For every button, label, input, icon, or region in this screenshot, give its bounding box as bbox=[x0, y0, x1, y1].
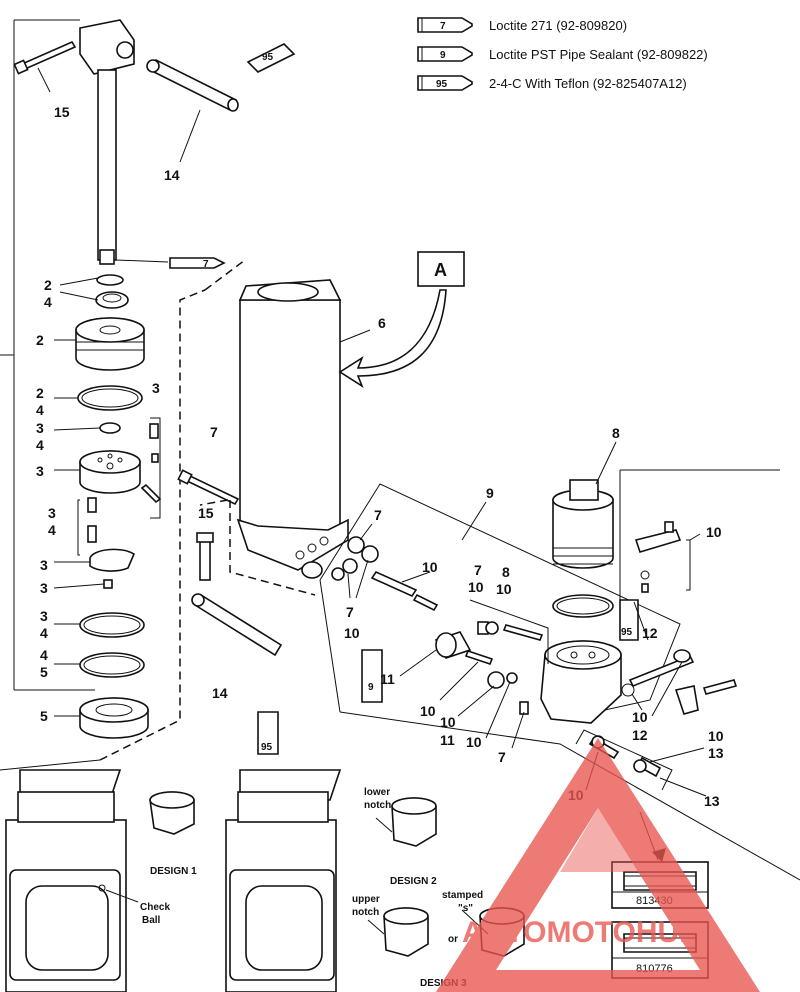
left-assembly-boundary bbox=[0, 19, 246, 761]
svg-text:or: or bbox=[448, 934, 458, 945]
svg-text:A: A bbox=[434, 260, 447, 280]
svg-text:7: 7 bbox=[203, 259, 209, 270]
callout-10: 10 bbox=[708, 728, 724, 744]
svg-text:95: 95 bbox=[621, 627, 633, 638]
callout-3: 3 bbox=[40, 608, 48, 624]
callout-5: 5 bbox=[40, 664, 48, 680]
callout-13: 13 bbox=[708, 745, 724, 761]
legend-item-2-4-c: 95 2-4-C With Teflon (92-825407A12) bbox=[417, 75, 687, 91]
design-1-housing: DESIGN 1 Check Ball bbox=[5, 769, 197, 992]
callout-14: 14 bbox=[164, 167, 180, 183]
callout-3: 3 bbox=[152, 380, 160, 396]
svg-text:95: 95 bbox=[262, 52, 274, 63]
svg-text:DESIGN 2: DESIGN 2 bbox=[390, 876, 437, 887]
callout-10: 10 bbox=[420, 703, 436, 719]
design-2-housing bbox=[225, 769, 342, 992]
callout-7: 7 bbox=[346, 604, 354, 620]
callout-10: 10 bbox=[422, 559, 438, 575]
callout-4: 4 bbox=[40, 625, 48, 641]
callout-7: 7 bbox=[210, 424, 218, 440]
trim-rod-assembly: 95 7 bbox=[13, 19, 296, 739]
watermark-logo: AUTOMOTOHUB bbox=[436, 738, 760, 992]
svg-text:95: 95 bbox=[436, 79, 448, 90]
callout-2: 2 bbox=[36, 332, 44, 348]
svg-text:Check: Check bbox=[140, 902, 170, 913]
callout-4: 4 bbox=[36, 402, 44, 418]
svg-text:notch: notch bbox=[364, 800, 391, 811]
callout-4: 4 bbox=[40, 647, 48, 663]
legend-item-loctite-pst: 9 Loctite PST Pipe Sealant (92-809822) bbox=[417, 46, 708, 62]
svg-text:lower: lower bbox=[364, 787, 390, 798]
trim-cylinder: 95 bbox=[177, 279, 349, 755]
callout-5: 5 bbox=[40, 708, 48, 724]
callout-11: 11 bbox=[440, 732, 455, 748]
callout-10: 10 bbox=[440, 714, 456, 730]
callout-9: 9 bbox=[486, 485, 494, 501]
callout-15: 15 bbox=[54, 104, 70, 120]
callout-7: 7 bbox=[374, 507, 382, 523]
callout-3: 3 bbox=[48, 505, 56, 521]
svg-text:Loctite PST Pipe Sealant (92-8: Loctite PST Pipe Sealant (92-809822) bbox=[489, 47, 708, 62]
callout-10: 10 bbox=[632, 709, 648, 725]
callout-7: 7 bbox=[498, 749, 506, 765]
svg-text:9: 9 bbox=[440, 50, 446, 61]
svg-text:AUTOMOTOHUB: AUTOMOTOHUB bbox=[462, 916, 701, 949]
callout-10: 10 bbox=[344, 625, 360, 641]
svg-text:Ball: Ball bbox=[142, 915, 161, 926]
callout-4: 4 bbox=[48, 522, 56, 538]
right-leaders bbox=[339, 329, 707, 797]
callout-10: 10 bbox=[496, 581, 512, 597]
callout-11: 11 bbox=[380, 671, 395, 687]
callout-12: 12 bbox=[642, 625, 658, 641]
svg-text:7: 7 bbox=[440, 21, 446, 32]
callout-10: 10 bbox=[466, 734, 482, 750]
svg-text:"s": "s" bbox=[458, 903, 473, 914]
design-views: DESIGN 1 Check Ball lower notch DESIGN 2 bbox=[0, 759, 525, 992]
svg-text:95: 95 bbox=[261, 742, 273, 753]
svg-text:notch: notch bbox=[352, 907, 379, 918]
callout-4: 4 bbox=[36, 437, 44, 453]
callout-3: 3 bbox=[40, 557, 48, 573]
svg-text:2-4-C With Teflon (92-825407A: 2-4-C With Teflon (92-825407A12) bbox=[489, 76, 687, 91]
callout-3: 3 bbox=[36, 420, 44, 436]
callout-12: 12 bbox=[632, 727, 648, 743]
svg-text:9: 9 bbox=[368, 682, 374, 693]
callout-2: 2 bbox=[44, 277, 52, 293]
callout-3: 3 bbox=[40, 580, 48, 596]
callout-6: 6 bbox=[378, 315, 386, 331]
callout-7: 7 bbox=[474, 562, 482, 578]
svg-text:Loctite 271 (92-809820): Loctite 271 (92-809820) bbox=[489, 18, 627, 33]
callout-13: 13 bbox=[704, 793, 720, 809]
design-2-pump: lower notch DESIGN 2 bbox=[364, 787, 437, 887]
svg-text:DESIGN 1: DESIGN 1 bbox=[150, 866, 197, 877]
callout-14: 14 bbox=[212, 685, 228, 701]
legend: 7 Loctite 271 (92-809820) 9 Loctite PST … bbox=[417, 17, 708, 91]
svg-text:upper: upper bbox=[352, 894, 380, 905]
svg-text:stamped: stamped bbox=[442, 890, 483, 901]
callout-10: 10 bbox=[468, 579, 484, 595]
callout-8: 8 bbox=[612, 425, 620, 441]
callout-3: 3 bbox=[36, 463, 44, 479]
callout-4: 4 bbox=[44, 294, 52, 310]
callout-15: 15 bbox=[198, 505, 214, 521]
callout-10: 10 bbox=[706, 524, 722, 540]
callout-2: 2 bbox=[36, 385, 44, 401]
view-a-callout: A bbox=[338, 251, 465, 389]
legend-item-loctite-271: 7 Loctite 271 (92-809820) bbox=[417, 17, 627, 33]
left-leaders bbox=[37, 67, 201, 717]
callout-8: 8 bbox=[502, 564, 510, 580]
